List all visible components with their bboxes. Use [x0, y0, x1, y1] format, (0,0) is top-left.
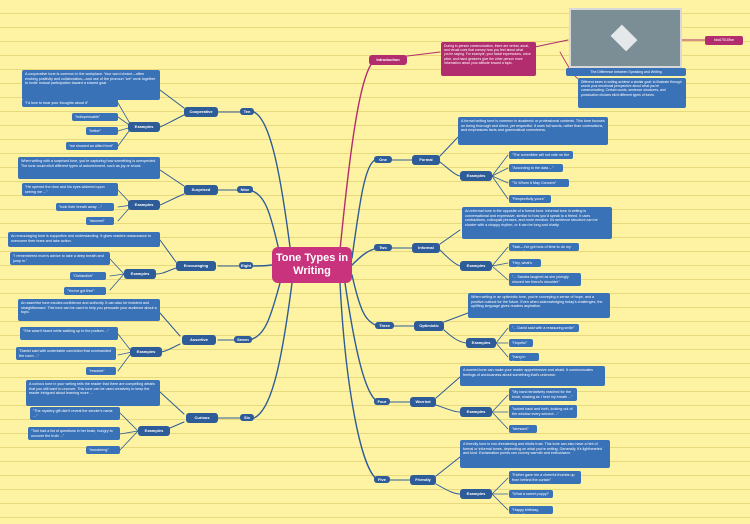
introduction-link[interactable]: b6c675189ce	[705, 36, 743, 45]
branch-number[interactable]: Three	[375, 322, 394, 329]
surprised-example: "He opened the door and his eyes widened…	[22, 183, 118, 196]
optimistic-examples[interactable]: Examples	[466, 338, 496, 348]
worried-example: "looked back and forth, looking out of t…	[509, 405, 577, 418]
friendly-examples[interactable]: Examples	[460, 489, 492, 499]
tone-cooperative[interactable]: Cooperative	[184, 107, 218, 117]
formal-description: A formal writing tone is common in acade…	[458, 117, 608, 145]
optimistic-example: "hang in there"	[509, 353, 539, 361]
formal-examples[interactable]: Examples	[460, 171, 492, 181]
assertive-example: "Daniel said with undeniable conviction …	[16, 347, 116, 360]
encouraging-examples[interactable]: Examples	[124, 269, 156, 279]
assertive-example: "resolute"	[86, 367, 116, 375]
optimistic-description: When writing in an optimistic tone, you'…	[468, 293, 610, 318]
tone-worried[interactable]: Worried	[410, 397, 436, 407]
tone-encouraging[interactable]: Encouraging	[176, 261, 216, 271]
central-topic[interactable]: Tone Types in Writing	[272, 247, 352, 283]
curious-examples[interactable]: Examples	[138, 426, 170, 436]
surprised-examples[interactable]: Examples	[128, 200, 160, 210]
branch-number[interactable]: One	[374, 156, 392, 163]
cooperative-example: "better"	[86, 127, 118, 135]
curious-example: "The mystery gift didn't reveal the send…	[30, 407, 120, 420]
introduction-image[interactable]	[569, 8, 682, 68]
branch-number[interactable]: Two	[374, 244, 392, 251]
formal-example: "The committee will not vote on the matt…	[509, 151, 573, 159]
tone-informal[interactable]: Informal	[412, 243, 440, 253]
branch-number[interactable]: Eight	[239, 262, 253, 269]
assertive-examples[interactable]: Examples	[130, 347, 162, 357]
curious-example: "Tobi had a list of questions in her bra…	[28, 427, 120, 440]
informal-example: "Hey, what's up?"	[509, 259, 541, 267]
worried-example: "stressed"	[509, 425, 537, 433]
surprised-example: "took their breath away ..."	[56, 203, 114, 211]
worried-description: A worried tone can make your reader appr…	[460, 366, 605, 386]
encouraging-example: "I remembered mom's advice to take a dee…	[10, 252, 110, 265]
assertive-example: "She wasn't fazed while walking up to th…	[20, 327, 118, 340]
surprised-example: "stunned"	[86, 217, 114, 225]
cooperative-examples[interactable]: Examples	[128, 122, 160, 132]
cooperative-description: A cooperative tone is common in the work…	[22, 70, 160, 100]
curious-description: A curious tone in your writing tells the…	[26, 380, 160, 406]
branch-number[interactable]: Four	[374, 398, 390, 405]
branch-number[interactable]: Nine	[237, 186, 253, 193]
formal-example: "According to the data ..."	[509, 164, 563, 172]
friendly-example: "Happy birthday, buddy!"	[509, 506, 553, 514]
optimistic-example: "Hopeful"	[509, 339, 533, 347]
introduction-node[interactable]: Introduction	[369, 55, 407, 65]
worried-examples[interactable]: Examples	[460, 407, 492, 417]
cooperative-example: "indispensable"	[72, 113, 118, 121]
informal-description: An informal tone is the opposite of a fo…	[462, 207, 612, 239]
encouraging-example: "You've got this!"	[64, 287, 106, 295]
tone-formal[interactable]: Formal	[412, 155, 440, 165]
branch-number[interactable]: Six	[240, 414, 254, 421]
cooperative-example: "I'd love to hear your thoughts about it…	[22, 99, 118, 107]
introduction-note: Different tones in writing achieve a sim…	[578, 78, 686, 108]
friendly-example: "Esther gave me a cheerful thumbs up fro…	[509, 471, 581, 484]
tone-friendly[interactable]: Friendly	[410, 475, 436, 485]
introduction-text: During in-person communication, there ar…	[441, 42, 536, 76]
tone-curious[interactable]: Curious	[186, 413, 218, 423]
image-caption: The Difference between Speaking and Writ…	[566, 68, 686, 76]
encouraging-example: "Outlandish"	[70, 272, 106, 280]
tone-surprised[interactable]: Surprised	[184, 185, 218, 195]
branch-number[interactable]: Five	[374, 476, 390, 483]
tone-optimistic[interactable]: Optimistic	[414, 321, 444, 331]
curious-example: "wondering"	[86, 446, 120, 454]
branch-number[interactable]: Seven	[234, 336, 252, 343]
surprised-description: When writing with a surprised tone, you'…	[18, 157, 160, 179]
cooperative-example: "we showed an allied front"	[66, 142, 118, 150]
friendly-description: A friendly tone is non-threatening and e…	[460, 440, 610, 468]
encouraging-description: An encouraging tone is supportive and un…	[8, 232, 160, 247]
formal-example: "Respectfully yours"	[509, 195, 551, 203]
friendly-example: "What a sweet puppy!"	[509, 490, 553, 498]
assertive-description: An assertive tone exudes confidence and …	[18, 299, 160, 321]
informal-examples[interactable]: Examples	[460, 261, 492, 271]
optimistic-example: "... David said with a reassuring smile"	[509, 324, 579, 332]
tone-assertive[interactable]: Assertive	[182, 335, 216, 345]
informal-example: "... Sandra laughed as she jokingly shov…	[509, 273, 581, 286]
informal-example: "Nah—I've got tons of time to do my chor…	[509, 243, 579, 251]
formal-example: "To Whom It May Concern"	[509, 179, 569, 187]
worried-example: "My hand tentatively reached for the kno…	[509, 388, 577, 401]
branch-number[interactable]: Ten	[240, 108, 254, 115]
